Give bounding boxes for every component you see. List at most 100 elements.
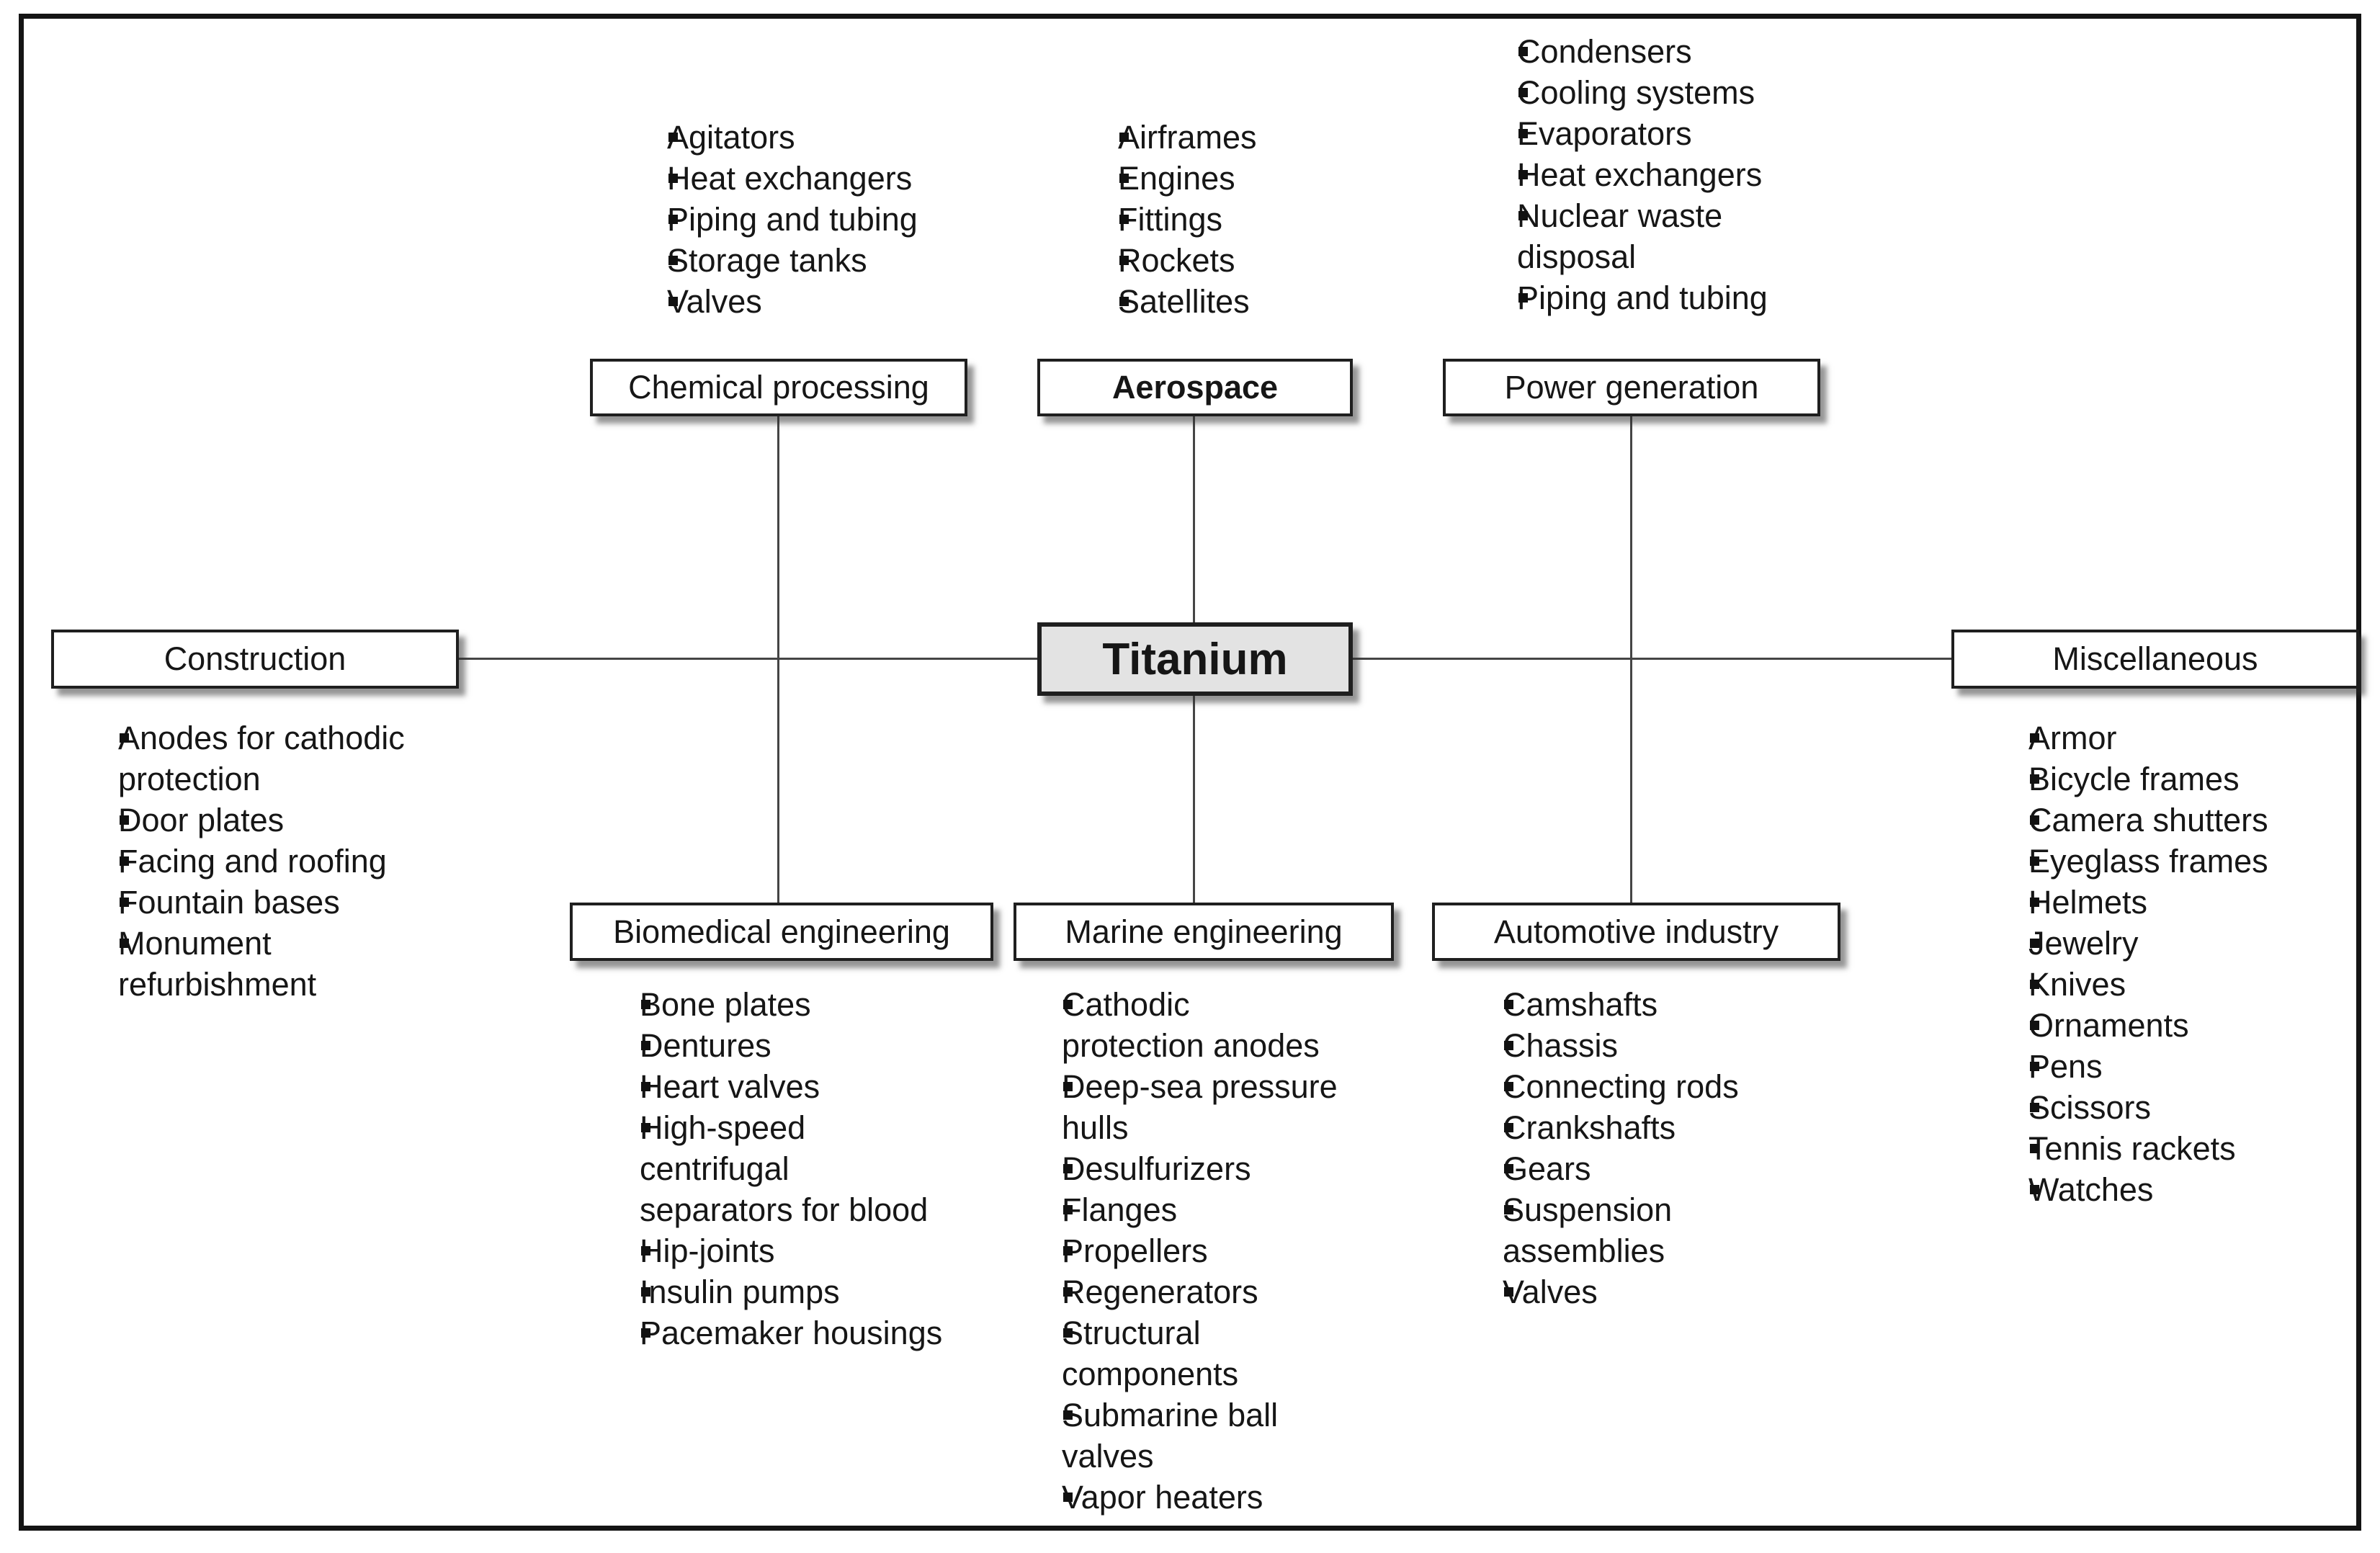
list-item: Helmets bbox=[2028, 882, 2331, 923]
bullet-square-icon bbox=[1518, 88, 1528, 97]
branch-label: Power generation bbox=[1504, 369, 1759, 406]
list-item: Deep-sea pressure hulls bbox=[1062, 1066, 1340, 1148]
bullet-square-icon bbox=[1063, 1410, 1073, 1420]
list-item: Nuclear waste disposal bbox=[1517, 195, 1791, 277]
list-item-text: Storage tanks bbox=[667, 242, 867, 279]
list-item: Fittings bbox=[1118, 199, 1421, 240]
list-item-text: Pens bbox=[2028, 1048, 2103, 1085]
center-node-titanium: Titanium bbox=[1037, 622, 1353, 696]
list-item: Pens bbox=[2028, 1046, 2331, 1087]
bullet-square-icon bbox=[1518, 170, 1528, 179]
list-item-text: Heart valves bbox=[640, 1068, 820, 1105]
list-item: Vapor heaters bbox=[1062, 1477, 1340, 1518]
bullet-square-icon bbox=[641, 1123, 650, 1132]
bullet-square-icon bbox=[1518, 211, 1528, 220]
list-item-text: Camera shutters bbox=[2028, 802, 2268, 838]
list-item-text: Pacemaker housings bbox=[640, 1315, 943, 1351]
list-item: Airframes bbox=[1118, 117, 1421, 158]
list-item-text: Nuclear waste disposal bbox=[1517, 197, 1723, 275]
bullet-square-icon bbox=[641, 1287, 650, 1297]
list-item: High-speed centrifugal separators for bl… bbox=[640, 1107, 947, 1230]
bullet-square-icon bbox=[2030, 898, 2039, 907]
center-node-label: Titanium bbox=[1102, 634, 1288, 684]
list-item: Jewelry bbox=[2028, 923, 2331, 964]
branch-box-power-generation: Power generation bbox=[1443, 359, 1820, 416]
list-item-text: Valves bbox=[1503, 1274, 1598, 1310]
bullet-square-icon bbox=[1063, 1328, 1073, 1338]
bullet-square-icon bbox=[1504, 1205, 1513, 1214]
list-item: Fountain bases bbox=[118, 882, 421, 923]
bullet-square-icon bbox=[120, 815, 129, 825]
list-item: Monument refurbishment bbox=[118, 923, 421, 1005]
list-item-text: Valves bbox=[667, 283, 762, 320]
bullet-square-icon bbox=[668, 174, 678, 183]
bullet-square-icon bbox=[668, 133, 678, 142]
list-item: Cathodic protection anodes bbox=[1062, 984, 1340, 1066]
branch-box-marine-engineering: Marine engineering bbox=[1014, 903, 1394, 961]
list-item-text: Rockets bbox=[1118, 242, 1235, 279]
bullet-square-icon bbox=[641, 1328, 650, 1338]
list-item-text: Structural components bbox=[1062, 1315, 1239, 1392]
bullet-square-icon bbox=[1063, 1164, 1073, 1173]
list-item-text: Hip-joints bbox=[640, 1232, 775, 1269]
bullet-square-icon bbox=[1063, 1205, 1073, 1214]
list-item: Suspension assemblies bbox=[1503, 1189, 1762, 1271]
branch-label: Miscellaneous bbox=[2052, 640, 2258, 677]
list-item-text: Monument refurbishment bbox=[118, 925, 317, 1003]
list-item-text: Insulin pumps bbox=[640, 1274, 840, 1310]
list-item-text: Chassis bbox=[1503, 1027, 1619, 1064]
list-item: Tennis rackets bbox=[2028, 1128, 2331, 1169]
bullet-square-icon bbox=[1119, 256, 1129, 265]
list-item-text: Jewelry bbox=[2028, 925, 2139, 962]
bullet-square-icon bbox=[2030, 733, 2039, 743]
bullet-square-icon bbox=[1119, 215, 1129, 224]
list-item: Eyeglass frames bbox=[2028, 841, 2331, 882]
list-item: Structural components bbox=[1062, 1312, 1340, 1395]
bullet-square-icon bbox=[1518, 293, 1528, 303]
list-item-text: Bone plates bbox=[640, 986, 811, 1023]
list-item-text: High-speed centrifugal separators for bl… bbox=[640, 1109, 929, 1228]
list-item: Submarine ball valves bbox=[1062, 1395, 1340, 1477]
bullet-square-icon bbox=[668, 297, 678, 306]
list-item: Insulin pumps bbox=[640, 1271, 947, 1312]
list-item: Agitators bbox=[667, 117, 1013, 158]
list-item-text: Submarine ball valves bbox=[1062, 1397, 1279, 1474]
list-item-text: Dentures bbox=[640, 1027, 771, 1064]
list-item-text: Heat exchangers bbox=[667, 160, 913, 197]
branch-box-biomedical-engineering: Biomedical engineering bbox=[570, 903, 993, 961]
bullet-square-icon bbox=[2030, 1103, 2039, 1112]
bullet-square-icon bbox=[2030, 1062, 2039, 1071]
list-item-text: Ornaments bbox=[2028, 1007, 2189, 1044]
list-item: Flanges bbox=[1062, 1189, 1340, 1230]
list-item-text: Cooling systems bbox=[1517, 74, 1755, 111]
branch-label: Aerospace bbox=[1111, 369, 1279, 406]
branch-box-automotive-industry: Automotive industry bbox=[1432, 903, 1840, 961]
list-item: Dentures bbox=[640, 1025, 947, 1066]
connector-vertical-power-automotive bbox=[1630, 416, 1632, 903]
list-item: Evaporators bbox=[1517, 113, 1791, 154]
bullet-square-icon bbox=[1063, 1287, 1073, 1297]
branch-label: Marine engineering bbox=[1065, 913, 1343, 950]
list-item: Gears bbox=[1503, 1148, 1762, 1189]
bullet-square-icon bbox=[668, 256, 678, 265]
list-item-text: Knives bbox=[2028, 966, 2126, 1003]
list-item: Heat exchangers bbox=[1517, 154, 1791, 195]
list-item: Bone plates bbox=[640, 984, 947, 1025]
list-item-text: Heat exchangers bbox=[1517, 156, 1763, 193]
list-item: Anodes for cathodic protection bbox=[118, 717, 421, 800]
list-item: Satellites bbox=[1118, 281, 1421, 322]
list-item-text: Watches bbox=[2028, 1171, 2154, 1208]
list-item-text: Regenerators bbox=[1062, 1274, 1258, 1310]
connector-vertical-chemical-biomedical bbox=[777, 416, 779, 903]
list-item: Valves bbox=[667, 281, 1013, 322]
list-item-text: Piping and tubing bbox=[667, 201, 918, 238]
bullet-square-icon bbox=[2030, 815, 2039, 825]
list-item: Cooling systems bbox=[1517, 72, 1791, 113]
bullet-square-icon bbox=[2030, 1185, 2039, 1194]
